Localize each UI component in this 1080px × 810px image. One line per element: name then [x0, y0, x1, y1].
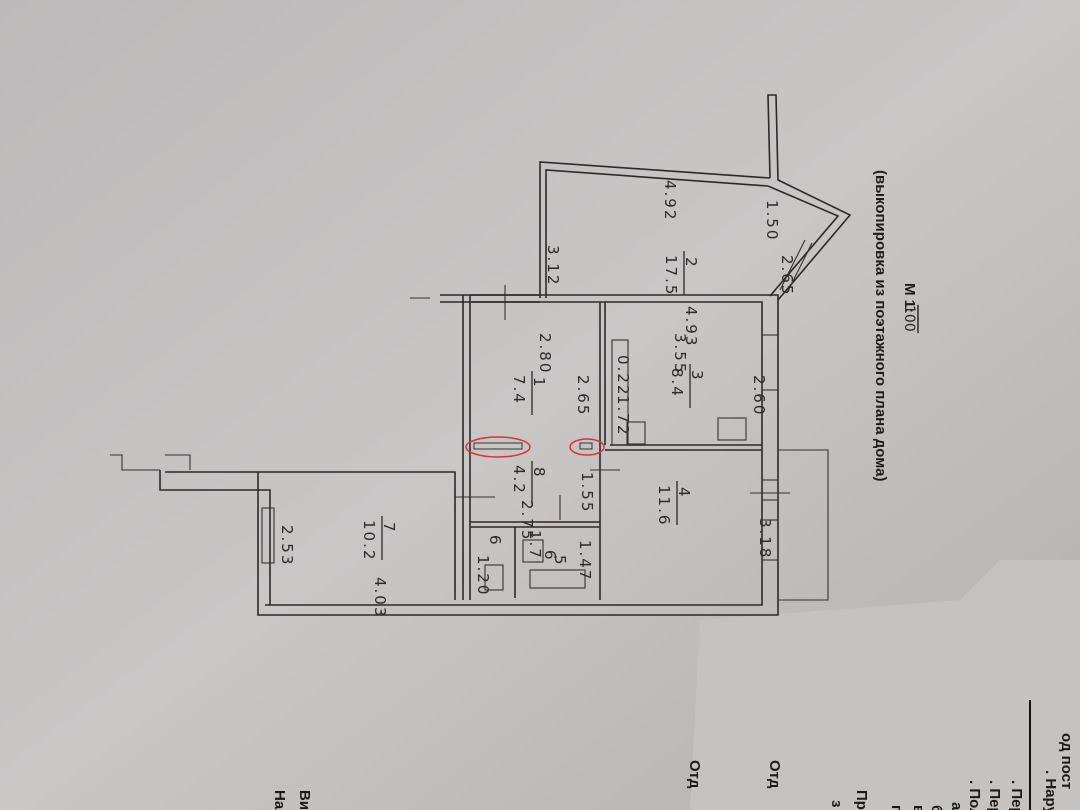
dimension-bath-a: 1.7: [526, 530, 544, 560]
side-sheet-line: . Польз: [966, 780, 983, 810]
side-sheet-line: . Перег: [1008, 780, 1025, 810]
walls: [110, 94, 852, 616]
side-sheet-line: Про: [853, 790, 870, 810]
room-number: 7: [380, 522, 398, 534]
room-area: 8.4: [668, 368, 686, 398]
dimension-wc-num: 6: [486, 535, 504, 547]
room-label-8: 84.2: [510, 461, 548, 505]
dimension-bath-num: 5: [551, 555, 569, 567]
side-sheet-line: г: [888, 805, 905, 810]
dimension-r8-bottom: 2.75: [518, 500, 536, 541]
dimension-r8-right: 1.55: [578, 472, 596, 513]
dimension-r7-bottom: 4.03: [371, 577, 389, 618]
side-sheet-line: На: [271, 790, 288, 810]
room-number: 1: [530, 377, 548, 389]
room-area: 4.2: [510, 465, 528, 495]
side-sheet-line: Отд: [766, 760, 783, 789]
room-number: 4: [675, 487, 693, 499]
room-label-1: 17.4: [510, 371, 548, 415]
dimension-bath-b: 6: [541, 550, 559, 562]
room-area: 11.6: [655, 485, 673, 526]
room-number: 8: [530, 467, 548, 479]
room-label-3: 38.4: [668, 364, 706, 408]
side-sheet-line: в: [910, 805, 927, 810]
markup-ellipse-right: [569, 438, 605, 456]
dimension-r2-top: 4.92: [661, 180, 679, 221]
room-area: 7.4: [510, 375, 528, 405]
side-sheet-line: од пост: [1058, 733, 1075, 789]
room-number: 2: [682, 257, 700, 269]
scale-label: М 1: 100: [901, 283, 919, 333]
side-sheet-line: з: [828, 800, 845, 807]
room-area: 10.2: [360, 520, 378, 561]
room-label-2: 217.5: [662, 251, 700, 296]
dimension-bath-c: 1.47: [576, 540, 594, 581]
room-label-7: 710.2: [360, 516, 398, 561]
dimension-r1-top: 2.80: [536, 333, 554, 374]
side-sheet-line: б: [928, 805, 945, 810]
room-area: 17.5: [662, 255, 680, 296]
side-sheet: [690, 560, 1080, 810]
side-sheet-line: . Перег: [986, 780, 1003, 810]
markup-ellipse-left: [465, 436, 531, 458]
room-number: 3: [688, 370, 706, 382]
dimension-r3-right: 2.60: [750, 375, 768, 416]
dimension-r4-right: 3.18: [756, 518, 774, 559]
scale-value: 100: [901, 305, 917, 332]
dimension-r2-bay-a: 1.50: [763, 200, 781, 241]
dimension-r3-top: 3.55: [671, 333, 689, 374]
dimension-closet-w: 0.22: [614, 355, 632, 396]
dimension-r1-right: 2.65: [574, 375, 592, 416]
dimension-r7-left: 2.53: [278, 525, 296, 566]
side-sheet-line: а: [948, 802, 965, 810]
scale-prefix: М 1:: [901, 283, 918, 313]
dimension-r2-bottom: 4.93: [682, 306, 700, 347]
dimension-r2-bay-b: 2.65: [778, 255, 796, 296]
room-label-4: 411.6: [655, 481, 693, 526]
plan-subtitle: (выкопировка из поэтажного плана дома): [872, 170, 889, 481]
dimension-wc-area: 1.20: [474, 555, 492, 596]
side-sheet-line: Ви: [296, 790, 313, 810]
dimension-closet-l: 1.72: [614, 395, 632, 436]
side-sheet-line: Отд: [686, 760, 703, 789]
dimension-r2-left: 3.12: [544, 245, 562, 286]
side-sheet-line: . Наруж: [1042, 770, 1059, 810]
